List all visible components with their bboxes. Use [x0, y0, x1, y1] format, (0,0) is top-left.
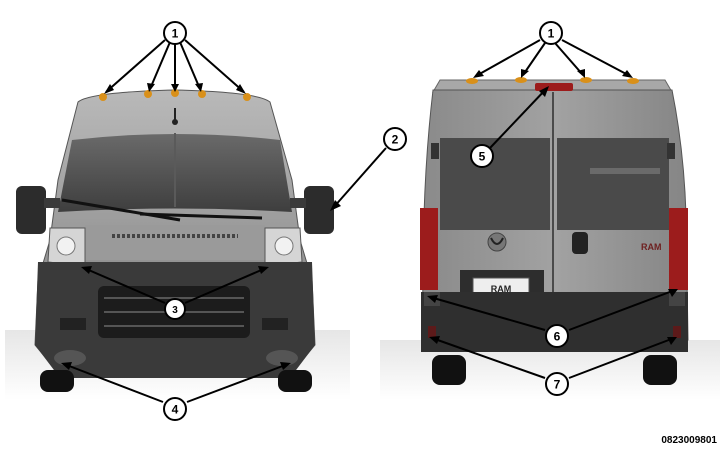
svg-text:3: 3 [172, 305, 178, 316]
rear-door-handle [572, 232, 588, 254]
headlight-left-lamp [56, 236, 76, 256]
rear-brand-badge: RAM [641, 242, 662, 252]
fog-vent-left [60, 318, 86, 330]
rear-window-right [557, 138, 669, 230]
callout-7: 7 [545, 372, 569, 396]
tail-light-right [669, 208, 688, 290]
front-marker-4 [198, 90, 206, 98]
license-plate-text: RAM [491, 284, 512, 294]
fog-vent-right [262, 318, 288, 330]
front-tire-left [40, 370, 74, 392]
rear-marker-4 [627, 78, 639, 84]
fog-lamp-left [54, 350, 86, 366]
mirror-right [304, 186, 334, 234]
front-hood [82, 225, 268, 260]
svg-text:5: 5 [479, 150, 486, 164]
front-marker-1 [99, 93, 107, 101]
leader-lines [63, 39, 676, 403]
svg-text:2: 2 [392, 133, 399, 147]
fog-lamp-right [266, 350, 298, 366]
callout-1-front: 1 [163, 21, 187, 45]
callout-1-rear: 1 [539, 21, 563, 45]
figure-id: 0823009801 [661, 435, 717, 446]
svg-text:7: 7 [554, 378, 561, 392]
callout-2: 2 [383, 127, 407, 151]
callout-4: 4 [163, 397, 187, 421]
reflector-right [673, 326, 681, 338]
tail-light-left [420, 208, 438, 290]
front-marker-5 [243, 93, 251, 101]
front-marker-2 [144, 90, 152, 98]
rear-tire-right [643, 355, 677, 385]
mirror-arm-left [44, 198, 60, 208]
hinge-right [667, 143, 675, 159]
callout-6: 6 [545, 324, 569, 348]
front-marker-3 [171, 89, 179, 97]
svg-text:4: 4 [172, 403, 179, 417]
rear-marker-3 [580, 77, 592, 83]
ram-head-icon [487, 232, 507, 252]
headlight-right-lamp [274, 236, 294, 256]
front-van [5, 89, 350, 400]
mirror-left [16, 186, 46, 234]
rear-window-left [440, 138, 550, 230]
rear-marker-1 [466, 78, 478, 84]
mirror-arm-right [290, 198, 306, 208]
rear-van: RAM RAM [380, 77, 720, 400]
callout-3: 3 [164, 298, 186, 320]
rear-bumper [421, 292, 688, 352]
arrowheads [61, 69, 678, 370]
wiper-right [139, 212, 263, 220]
svg-text:1: 1 [548, 27, 555, 41]
rear-tire-left [432, 355, 466, 385]
rear-marker-2 [515, 77, 527, 83]
wiper-left [61, 198, 181, 222]
third-brake-light [535, 83, 573, 91]
rear-window-reflection [590, 168, 660, 174]
hinge-left [431, 143, 439, 159]
svg-text:6: 6 [554, 330, 561, 344]
reflector-left [428, 326, 436, 338]
svg-text:1: 1 [172, 27, 179, 41]
callout-5: 5 [470, 144, 494, 168]
roof-antenna-base [172, 119, 178, 125]
front-tire-right [278, 370, 312, 392]
